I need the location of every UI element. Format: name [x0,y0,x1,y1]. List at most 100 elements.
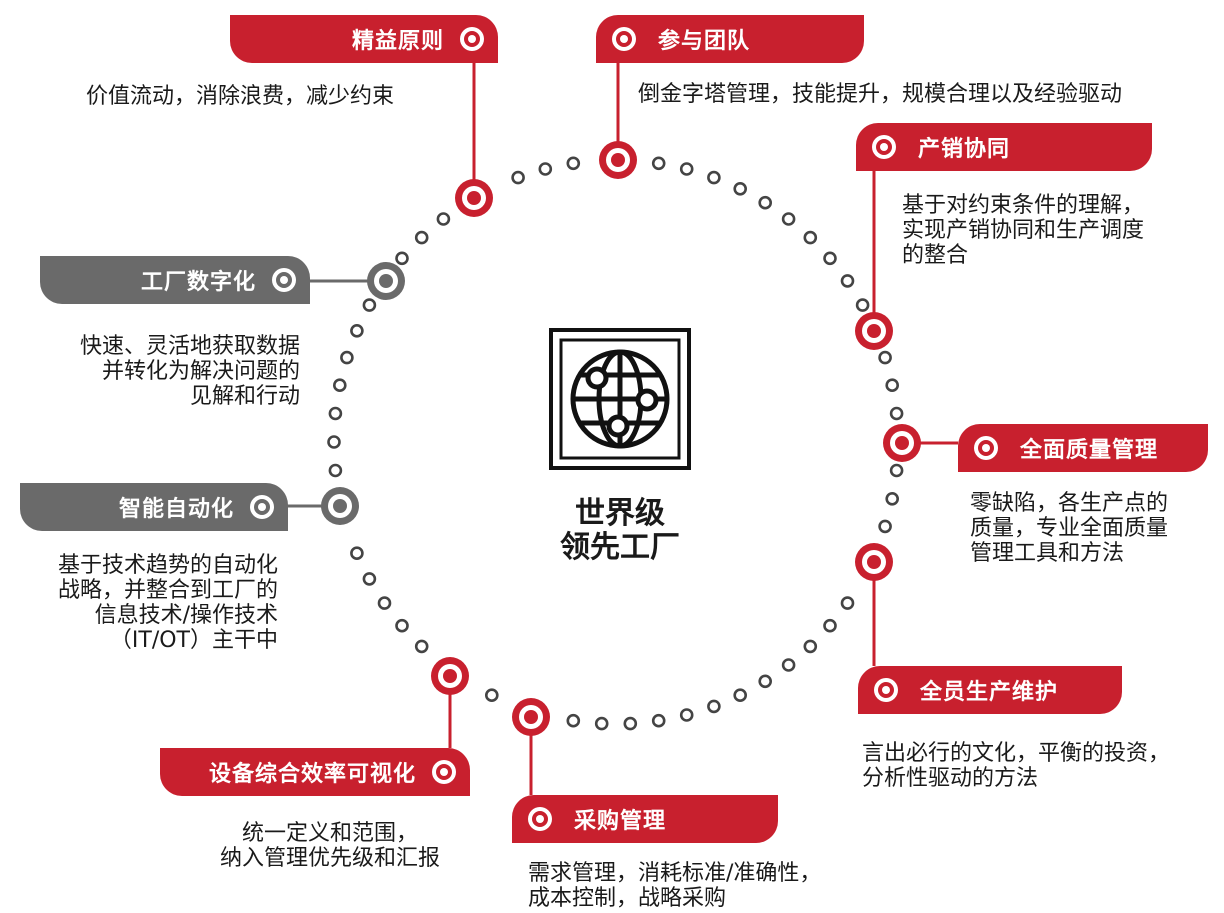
desc-oee: 统一定义和范围， 纳入管理优先级和汇报 [180,821,480,871]
badge-procurement-label: 采购管理 [574,809,667,834]
ring-dot [878,350,892,365]
ring-dot [395,251,409,266]
node-tpm [855,543,893,581]
ring-dot [823,251,837,266]
ring-dot [878,519,892,534]
ring-dot [332,378,347,393]
badge-oee: 设备综合效率可视化 [160,748,470,796]
desc-automation-line: （IT/OT）主干中 [109,628,278,653]
desc-sop-line: 实现产销协同和生产调度 [902,218,1145,243]
desc-sop-line: 基于对约束条件的理解， [902,193,1145,218]
ring-dot [707,170,721,185]
ring-dot [327,435,341,449]
ring-dot [651,156,666,171]
desc-tqm: 零缺陷，各生产点的 质量，专业全面质量 管理工具和方法 [970,491,1168,566]
ring-dot [566,156,581,171]
ring-dot [623,716,638,731]
ring-dot [679,162,694,176]
desc-tpm: 言出必行的文化，平衡的投资， 分析性驱动的方法 [862,741,1170,791]
globe-network-icon [549,328,691,470]
desc-digital-line: 并转化为解决问题的 [101,359,300,384]
desc-team: 倒金字塔管理，技能提升，规模合理以及经验驱动 [638,82,1122,107]
ring-dot [840,596,855,610]
ring-dot [840,274,855,288]
ring-dot [414,230,429,245]
desc-digital-line: 见解和行动 [189,384,300,409]
ring-dot [758,195,773,210]
desc-procurement-line: 需求管理，消耗标准/准确性， [528,861,822,886]
ring-nodes [321,141,921,736]
target-icon [872,135,896,159]
ring-dot [350,546,364,561]
ring-dot [511,170,525,185]
desc-tqm-line: 质量，专业全面质量 [970,516,1169,541]
ring-dot [889,406,904,421]
desc-tpm-line: 分析性驱动的方法 [862,766,1039,791]
node-lean [455,179,493,217]
badge-digital: 工厂数字化 [40,256,310,304]
ring-dots [327,156,904,731]
badge-sop-label: 产销协同 [918,137,1011,162]
desc-digital-line: 快速、灵活地获取数据 [79,334,300,359]
desc-team-line: 倒金字塔管理，技能提升，规模合理以及经验驱动 [638,82,1123,107]
badge-oee-label: 设备综合效率可视化 [208,762,416,787]
ring-dot [733,182,748,196]
ring-dot [707,699,721,714]
badge-tpm-label: 全员生产维护 [920,680,1059,705]
ring-dot [823,618,837,633]
desc-oee-line: 纳入管理优先级和汇报 [219,846,440,871]
badge-sop: 产销协同 [856,123,1152,171]
desc-automation: 基于技术趋势的自动化 战略，并整合到工厂的 信息技术/操作技术 （IT/OT）主… [58,553,278,653]
badge-tqm-label: 全面质量管理 [1020,438,1159,463]
desc-automation-line: 战略，并整合到工厂的 [57,578,278,603]
target-icon [612,27,636,51]
badge-automation-label: 智能自动化 [118,497,234,522]
desc-lean-line: 价值流动，消除浪费，减少约束 [86,84,395,109]
ring-dot [885,378,900,393]
target-icon [528,807,552,831]
node-sop [855,312,893,350]
ring-dot [484,688,499,703]
node-team [599,141,637,179]
ring-dot [679,708,694,722]
ring-dot [350,323,364,338]
center-title: 世界级 领先工厂 [535,497,705,565]
badge-digital-label: 工厂数字化 [140,270,256,295]
node-digital [367,262,405,300]
badge-procurement: 采购管理 [512,795,778,843]
badge-lean-label: 精益原则 [351,29,444,54]
target-icon [432,760,456,784]
badge-team-label: 参与团队 [658,29,751,54]
desc-sop: 基于对约束条件的理解， 实现产销协同和生产调度 的整合 [902,193,1144,268]
desc-automation-line: 信息技术/操作技术 [94,603,278,628]
ring-dot [414,639,429,654]
ring-dot [362,298,377,312]
ring-dot [566,713,581,728]
desc-procurement-line: 成本控制，战略采购 [528,886,727,911]
desc-tqm-line: 零缺陷，各生产点的 [970,491,1169,516]
ring-dot [328,406,343,421]
ring-dot [733,688,748,703]
target-icon [460,27,484,51]
ring-dot [855,298,870,312]
ring-dot [377,596,392,610]
target-icon [272,268,296,292]
badge-team: 参与团队 [596,15,864,63]
target-icon [974,436,998,460]
ring-dot [758,674,773,689]
node-procurement [512,698,550,736]
ring-dot [803,639,818,654]
badge-automation: 智能自动化 [20,483,288,531]
desc-lean: 价值流动，消除浪费，减少约束 [86,84,394,109]
badge-tqm: 全面质量管理 [958,424,1208,472]
ring-dot [781,658,796,672]
ring-dot [362,572,377,586]
ring-dot [889,463,904,478]
ring-dot [781,212,796,226]
badge-tpm: 全员生产维护 [858,666,1122,714]
ring-dot [395,618,409,633]
node-automation [321,487,359,525]
ring-dot [885,491,900,506]
desc-sop-line: 的整合 [902,243,969,268]
